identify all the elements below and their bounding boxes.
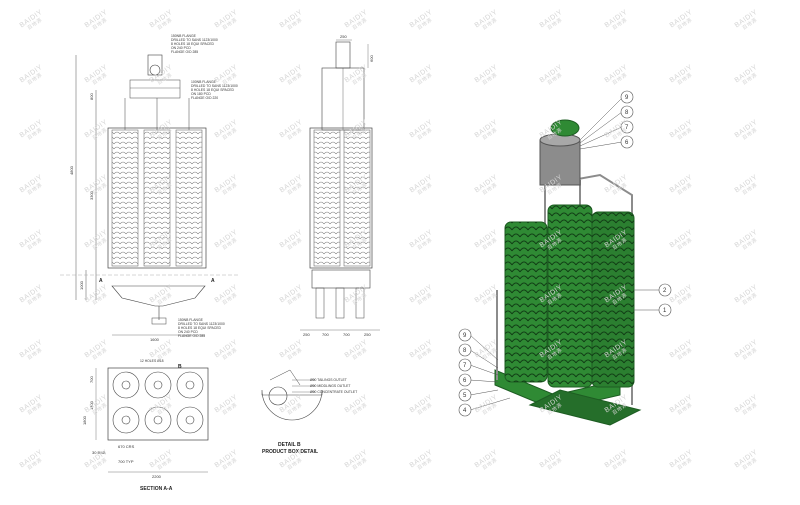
sec-dim-bottom1: 30 BSB bbox=[92, 450, 106, 455]
svg-text:150NB FLANGE: 150NB FLANGE bbox=[178, 318, 204, 322]
svg-text:DRILLED TO SANS 1123/1000: DRILLED TO SANS 1123/1000 bbox=[178, 322, 225, 326]
hole-note: 12 HOLES Ø18 bbox=[140, 359, 164, 363]
callouts-left: 9 8 7 6 5 4 bbox=[458, 328, 472, 417]
svg-text:8 HOLES 18 EQUI SPACED: 8 HOLES 18 EQUI SPACED bbox=[171, 42, 214, 46]
side-dim-b4: 250 bbox=[364, 332, 371, 337]
dim-lower: 1000 bbox=[79, 280, 84, 290]
callout-l-4: 5 bbox=[463, 393, 467, 399]
callout-l-5: 4 bbox=[463, 408, 467, 414]
outlet-middlings: Ø90 MIDDLINGS OUTLET bbox=[310, 384, 351, 388]
svg-text:DRILLED TO SANS 1123/1000: DRILLED TO SANS 1123/1000 bbox=[171, 38, 218, 42]
section-marker-left: A bbox=[99, 278, 103, 284]
callout-l-0: 9 bbox=[463, 333, 467, 339]
svg-text:FLANGE O/D 285: FLANGE O/D 285 bbox=[178, 334, 205, 338]
sec-dim-bottom4: 2200 bbox=[152, 474, 162, 479]
callout-l-1: 8 bbox=[463, 348, 467, 354]
note-mid-flange: 100NB FLANGE DRILLED TO SANS 1123/1000 8… bbox=[191, 80, 238, 100]
side-dim-b3: 700 bbox=[343, 332, 350, 337]
outlet-concentrate: Ø90 CONCENTRATE OUTLET bbox=[310, 390, 357, 394]
callout-l-3: 6 bbox=[463, 378, 467, 384]
dim-total-height: 4800 bbox=[69, 165, 74, 175]
svg-text:8 HOLES 18 EQUI SPACED: 8 HOLES 18 EQUI SPACED bbox=[191, 88, 234, 92]
detail-caption-1: DETAIL B bbox=[278, 442, 301, 448]
section-marker-right: A bbox=[211, 278, 215, 284]
svg-text:8 HOLES 18 EQUI SPACED: 8 HOLES 18 EQUI SPACED bbox=[178, 326, 221, 330]
svg-text:ON 240 PCD: ON 240 PCD bbox=[171, 46, 191, 50]
callouts-right-mid: 2 1 bbox=[658, 283, 672, 317]
callout-rt-2: 7 bbox=[625, 125, 629, 131]
side-dim-top: 250 bbox=[340, 34, 347, 39]
svg-text:ON 240 PCD: ON 240 PCD bbox=[178, 330, 198, 334]
side-dim-b1: 250 bbox=[303, 332, 310, 337]
note-bottom-flange: 150NB FLANGE DRILLED TO SANS 1123/1000 8… bbox=[178, 318, 225, 338]
svg-text:FLANGE O/D 285: FLANGE O/D 285 bbox=[171, 50, 198, 54]
callout-rt-0: 9 bbox=[625, 95, 629, 101]
note-top-flange: 150NB FLANGE DRILLED TO SANS 1123/1000 8… bbox=[171, 34, 218, 54]
side-dim-b2: 700 bbox=[322, 332, 329, 337]
callout-l-2: 7 bbox=[463, 363, 467, 369]
detail-b: Ø90 TAILINGS OUTLET Ø90 MIDDLINGS OUTLET… bbox=[261, 369, 357, 455]
svg-text:100NB FLANGE: 100NB FLANGE bbox=[191, 80, 217, 84]
side-view: 250 600 250 700 700 250 bbox=[300, 34, 380, 337]
side-dim-height: 600 bbox=[369, 55, 374, 62]
svg-text:DRILLED TO SANS 1123/1000: DRILLED TO SANS 1123/1000 bbox=[191, 84, 238, 88]
dim-upper: 800 bbox=[89, 93, 94, 100]
sec-dim-bottom3: 700 TYP bbox=[118, 459, 134, 464]
callout-rm-0: 2 bbox=[663, 288, 667, 294]
callouts-right-top: 9 8 7 6 bbox=[620, 90, 634, 149]
dim-middle: 3300 bbox=[89, 190, 94, 200]
sec-dim-bottom2: 670 CRS bbox=[118, 444, 135, 449]
outlet-tailings: Ø90 TAILINGS OUTLET bbox=[310, 378, 347, 382]
callout-rt-3: 6 bbox=[625, 140, 629, 146]
iso-view: 9 8 7 6 2 1 9 8 7 6 bbox=[458, 90, 672, 426]
svg-text:FLANGE O/D 220: FLANGE O/D 220 bbox=[191, 96, 218, 100]
dim-base-width: 1600 bbox=[150, 337, 160, 342]
front-view: 4800 800 3300 1000 A A 1600 bbox=[60, 34, 240, 342]
section-a-a: B 12 HOLES Ø18 700 1400 1800 30 BSB 670 … bbox=[82, 359, 209, 492]
detail-caption-2: PRODUCT BOX DETAIL bbox=[262, 449, 318, 455]
callout-rt-1: 8 bbox=[625, 110, 629, 116]
callout-rm-1: 1 bbox=[663, 308, 667, 314]
section-caption: SECTION A-A bbox=[140, 486, 173, 492]
detail-marker: B bbox=[178, 364, 182, 370]
sec-dim-left2: 1400 bbox=[89, 400, 94, 410]
sec-dim-left3: 1800 bbox=[82, 415, 87, 425]
sec-dim-left1: 700 bbox=[89, 376, 94, 383]
svg-text:ON 180 PCD: ON 180 PCD bbox=[191, 92, 211, 96]
svg-text:150NB FLANGE: 150NB FLANGE bbox=[171, 34, 197, 38]
